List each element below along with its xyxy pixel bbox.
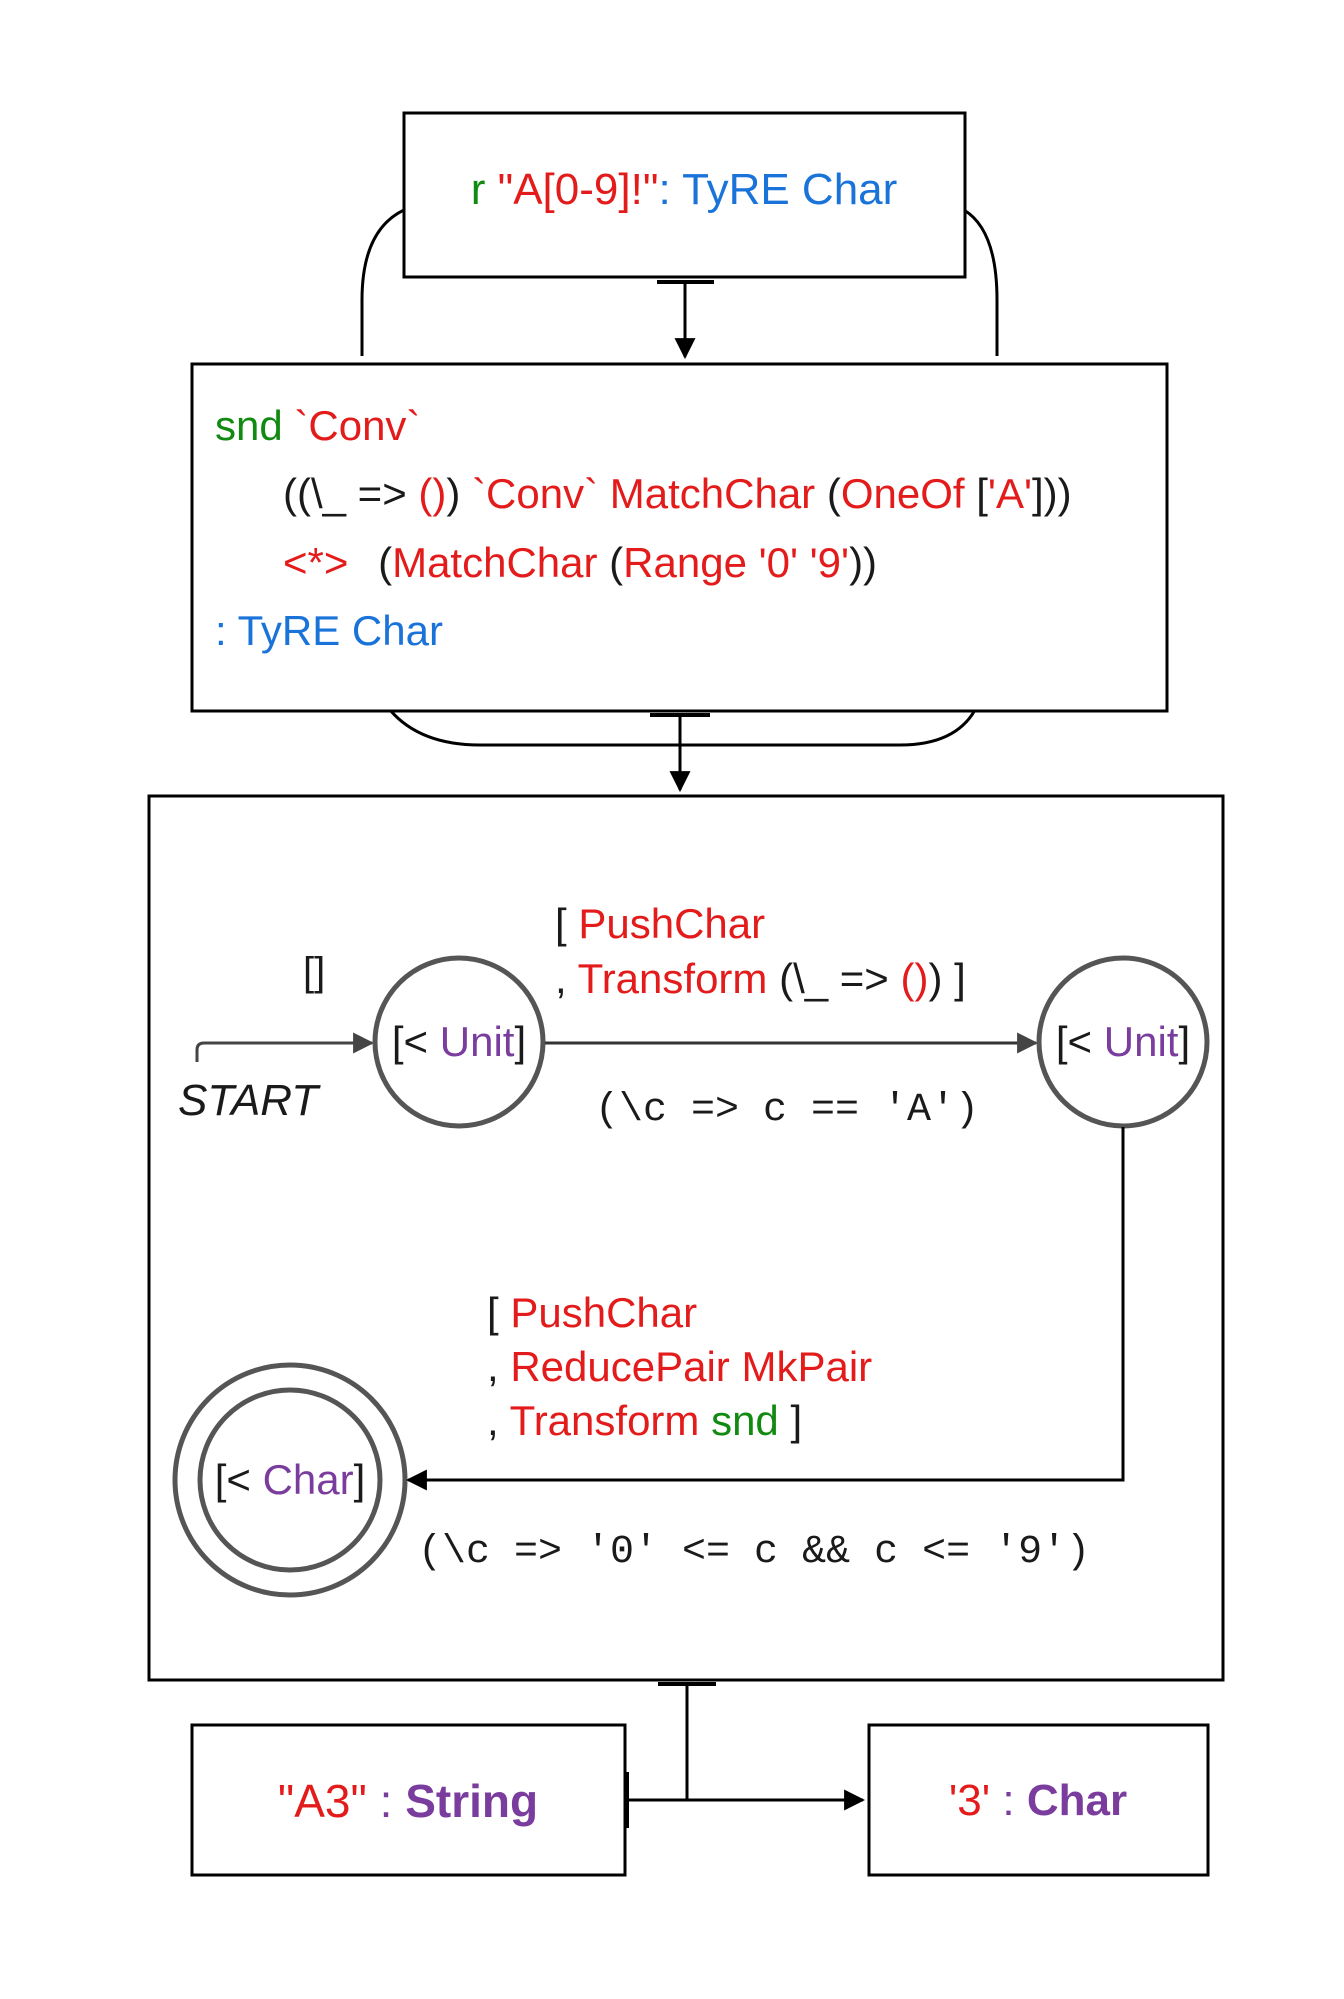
start-arrow bbox=[195, 1032, 375, 1062]
edge-2-predicate: (\c => '0' <= c && c <= '9') bbox=[418, 1530, 1090, 1575]
edge-2-routine-line-3: , Transform snd ] bbox=[487, 1397, 802, 1444]
state-2-label: [< Unit] bbox=[1056, 1018, 1190, 1065]
state-3-label: [< Char] bbox=[215, 1456, 366, 1503]
typed-regex-box bbox=[402, 111, 967, 279]
edge-1-routine-line-2: , Transform (\_ => ()) ] bbox=[555, 955, 966, 1002]
state-1-label: [< Unit] bbox=[392, 1018, 526, 1065]
state-3 bbox=[197, 1387, 383, 1573]
edge-1-predicate: (\c => c == 'A') bbox=[595, 1088, 979, 1133]
middle-line-1: snd `Conv` bbox=[215, 402, 420, 449]
output-text: '3' : Char bbox=[949, 1776, 1127, 1825]
top-left-connector-curve bbox=[360, 208, 405, 356]
input-text: "A3" : String bbox=[278, 1775, 538, 1827]
edge-1-routine-line-1: [ PushChar bbox=[555, 900, 765, 947]
state-1 bbox=[372, 955, 546, 1129]
middle-line-4: : TyRE Char bbox=[215, 607, 443, 654]
edge-2-routine-line-2: , ReducePair MkPair bbox=[487, 1343, 872, 1390]
middle-line-3: <*> (MatchChar (Range '0' '9')) bbox=[283, 539, 877, 586]
edge-2 bbox=[405, 1127, 1125, 1491]
middle-bottom-connector-curve bbox=[388, 709, 977, 747]
start-label: START bbox=[178, 1076, 321, 1125]
output-box bbox=[867, 1723, 1210, 1877]
middle-line-2: ((\_ => ()) `Conv` MatchChar (OneOf ['A'… bbox=[283, 470, 1072, 517]
desugared-regex-box bbox=[190, 362, 1169, 713]
start-routine: [] bbox=[303, 950, 325, 994]
typed-regex-text: r "A[0-9]!": TyRE Char bbox=[471, 165, 898, 214]
state-2 bbox=[1036, 955, 1210, 1129]
input-box bbox=[190, 1723, 627, 1877]
top-right-connector-curve bbox=[963, 208, 999, 356]
edge-2-routine-line-1: [ PushChar bbox=[487, 1289, 697, 1336]
